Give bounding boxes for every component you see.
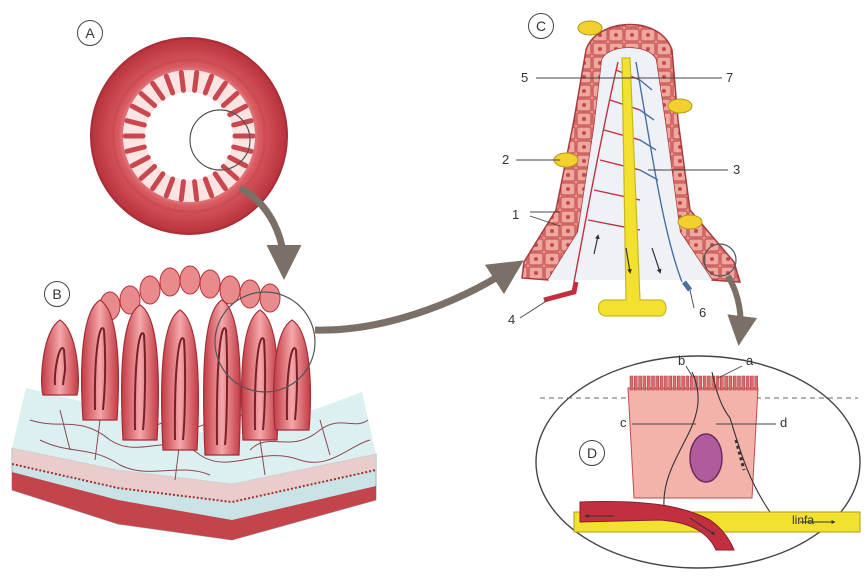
- microvillus: [677, 376, 680, 390]
- arteriole: [544, 282, 576, 300]
- villus: [122, 305, 159, 440]
- label-1: 1: [512, 208, 519, 221]
- microvillus: [643, 376, 646, 390]
- ring-villus: [181, 182, 183, 200]
- label-5: 5: [521, 71, 528, 84]
- microvillus: [703, 376, 706, 390]
- label-d: d: [780, 416, 787, 429]
- label-3: 3: [733, 163, 740, 176]
- panel-a-badge: A: [77, 20, 103, 46]
- microvillus: [673, 376, 676, 390]
- microvillus: [738, 376, 741, 390]
- panel-d-badge: D: [579, 440, 605, 466]
- goblet-cell: [668, 99, 692, 113]
- panel-b-villi-block: [12, 266, 376, 540]
- microvillus: [652, 376, 655, 390]
- microvillus: [699, 376, 702, 390]
- arrow-c-to-d: [728, 276, 741, 334]
- label-2: 2: [502, 153, 509, 166]
- nucleus: [690, 434, 722, 482]
- venule: [684, 282, 690, 290]
- label-c: c: [620, 416, 627, 429]
- microvillus: [639, 376, 642, 390]
- villus: [204, 300, 241, 455]
- microvillus: [656, 376, 659, 390]
- goblet-cell: [678, 215, 702, 229]
- label-linfa: linfa: [792, 514, 814, 526]
- microvillus: [690, 376, 693, 390]
- label-4: 4: [508, 313, 515, 326]
- villus: [42, 320, 79, 395]
- panel-c-badge: C: [528, 13, 554, 39]
- villus-tip: [200, 270, 220, 298]
- microvillus: [664, 376, 667, 390]
- microvillus: [686, 376, 689, 390]
- label-a: a: [746, 354, 753, 367]
- villus-tip: [160, 268, 180, 296]
- villus-tip: [180, 266, 200, 294]
- villus: [242, 310, 279, 440]
- label-7: 7: [726, 71, 733, 84]
- goblet-cell: [578, 21, 602, 35]
- microvillus: [669, 376, 672, 390]
- microvillus: [725, 376, 728, 390]
- ring-villus: [195, 72, 197, 90]
- villus: [274, 320, 311, 430]
- ring-villus: [181, 72, 183, 90]
- microvillus: [742, 376, 745, 390]
- villus: [162, 310, 199, 450]
- microvillus: [733, 376, 736, 390]
- panel-b-badge: B: [44, 281, 70, 307]
- microvillus: [647, 376, 650, 390]
- microvillus: [682, 376, 685, 390]
- microvillus: [746, 376, 749, 390]
- microvillus: [755, 376, 758, 390]
- label-6: 6: [699, 306, 706, 319]
- villus-tip: [220, 276, 240, 304]
- panel-c-villus: [516, 21, 740, 318]
- villus-tip: [140, 276, 160, 304]
- microvillus: [707, 376, 710, 390]
- microvillus: [729, 376, 732, 390]
- microvillus: [720, 376, 723, 390]
- ring-villus: [195, 182, 197, 200]
- microvillus: [660, 376, 663, 390]
- villus-tip: [260, 284, 280, 312]
- microvillus: [630, 376, 633, 390]
- arrow-b-to-c: [315, 268, 512, 330]
- label-b: b: [678, 354, 685, 367]
- microvillus: [634, 376, 637, 390]
- microvillus: [750, 376, 753, 390]
